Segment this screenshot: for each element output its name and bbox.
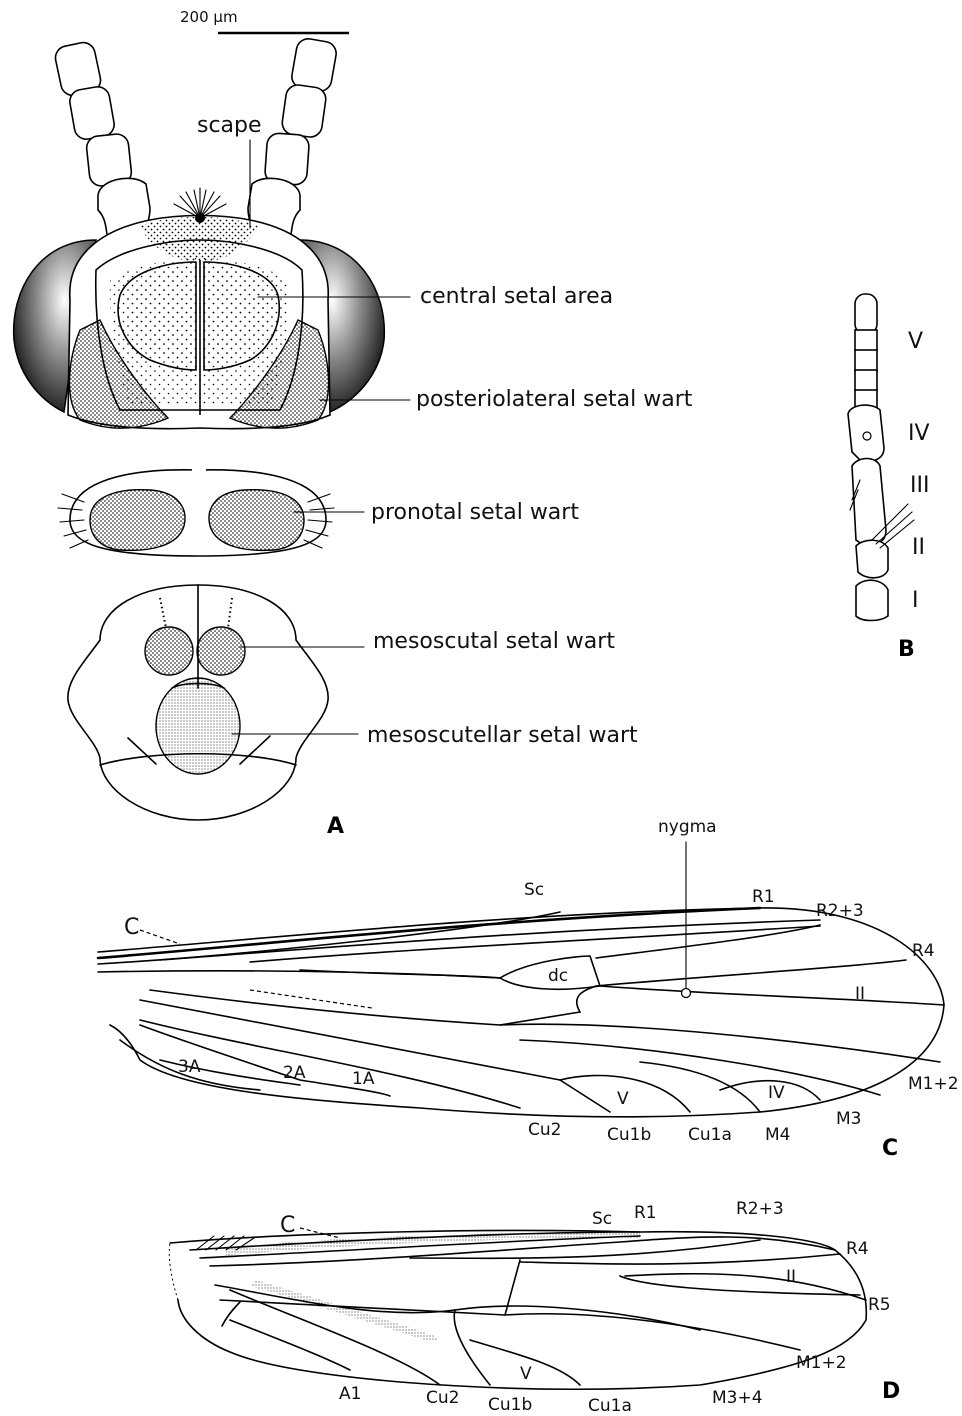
- label-c-r4: R4: [912, 941, 935, 961]
- right-antenna: [248, 37, 338, 250]
- label-posteriolateral-setal-wart: posteriolateral setal wart: [416, 387, 693, 412]
- label-d-m3-4: M3+4: [712, 1388, 763, 1408]
- panel-c-forewing: [98, 842, 944, 1117]
- palp-segment-i: I: [912, 588, 919, 613]
- label-c-m3: M3: [836, 1109, 861, 1129]
- label-d-cu1a: Cu1a: [588, 1396, 632, 1416]
- pronotal-setal-wart-left: [90, 490, 185, 551]
- label-pronotal-setal-wart: pronotal setal wart: [371, 500, 579, 525]
- label-c-iv: IV: [768, 1083, 785, 1103]
- label-c-m4: M4: [765, 1125, 790, 1145]
- label-d-r5: R5: [868, 1295, 891, 1315]
- label-c-sc: Sc: [524, 880, 544, 900]
- left-antenna: [53, 40, 150, 250]
- label-d-sc: Sc: [592, 1209, 612, 1229]
- label-c-cu1b: Cu1b: [607, 1125, 651, 1145]
- scale-bar-label: 200 µm: [180, 8, 238, 26]
- label-d-ii: II: [786, 1267, 796, 1287]
- label-c-v: V: [617, 1089, 629, 1109]
- label-c-cu1a: Cu1a: [688, 1125, 732, 1145]
- label-c-m1-2: M1+2: [908, 1074, 959, 1094]
- label-d-r1: R1: [634, 1203, 657, 1223]
- label-d-c: C: [280, 1213, 295, 1238]
- label-central-setal-area: central setal area: [420, 284, 613, 309]
- label-c-2a: 2A: [283, 1063, 306, 1083]
- palp-segment-v: V: [908, 329, 923, 354]
- label-d-cu1b: Cu1b: [488, 1395, 532, 1415]
- mesoscutal-setal-wart-right: [197, 627, 245, 675]
- panel-a-mesonotum: [68, 585, 328, 820]
- panel-d-hindwing: [169, 1228, 866, 1389]
- label-c-cu2: Cu2: [528, 1120, 561, 1140]
- label-c-nygma: nygma: [658, 817, 717, 837]
- label-d-cu2: Cu2: [426, 1388, 459, 1408]
- mesoscutellar-setal-wart: [156, 678, 240, 774]
- label-d-r2-3: R2+3: [736, 1199, 784, 1219]
- label-d-v: V: [520, 1364, 532, 1384]
- nygma-spot: [682, 989, 691, 998]
- palp-segment-ii: II: [912, 535, 925, 560]
- label-c-dc: dc: [548, 966, 568, 986]
- label-c-1a: 1A: [352, 1069, 375, 1089]
- pronotal-setal-wart-right: [209, 490, 304, 551]
- label-d-m1-2: M1+2: [796, 1353, 847, 1373]
- panel-letter-c: C: [882, 1136, 898, 1161]
- panel-letter-d: D: [882, 1379, 900, 1404]
- panel-letter-b: B: [898, 637, 915, 662]
- label-c-3a: 3A: [178, 1057, 201, 1077]
- panel-a-pronotum: [58, 470, 334, 556]
- palp-segment-iv: IV: [908, 421, 930, 446]
- panel-letter-a: A: [327, 814, 344, 839]
- palp-segment-iii: III: [910, 473, 929, 498]
- label-scape: scape: [197, 113, 262, 138]
- mesoscutal-setal-wart-left: [145, 627, 193, 675]
- scale-bar: 200 µm: [180, 8, 349, 33]
- label-mesoscutellar-setal-wart: mesoscutellar setal wart: [367, 723, 638, 748]
- label-d-r4: R4: [846, 1239, 869, 1259]
- label-c-r1: R1: [752, 887, 775, 907]
- label-d-a1: A1: [339, 1384, 361, 1404]
- label-c-c: C: [124, 915, 139, 940]
- label-c-r2-3: R2+3: [816, 901, 864, 921]
- label-c-ii: II: [855, 984, 865, 1004]
- panel-b-maxillary-palp: [848, 294, 914, 621]
- label-mesoscutal-setal-wart: mesoscutal setal wart: [373, 629, 615, 654]
- panel-a-head: [14, 37, 385, 429]
